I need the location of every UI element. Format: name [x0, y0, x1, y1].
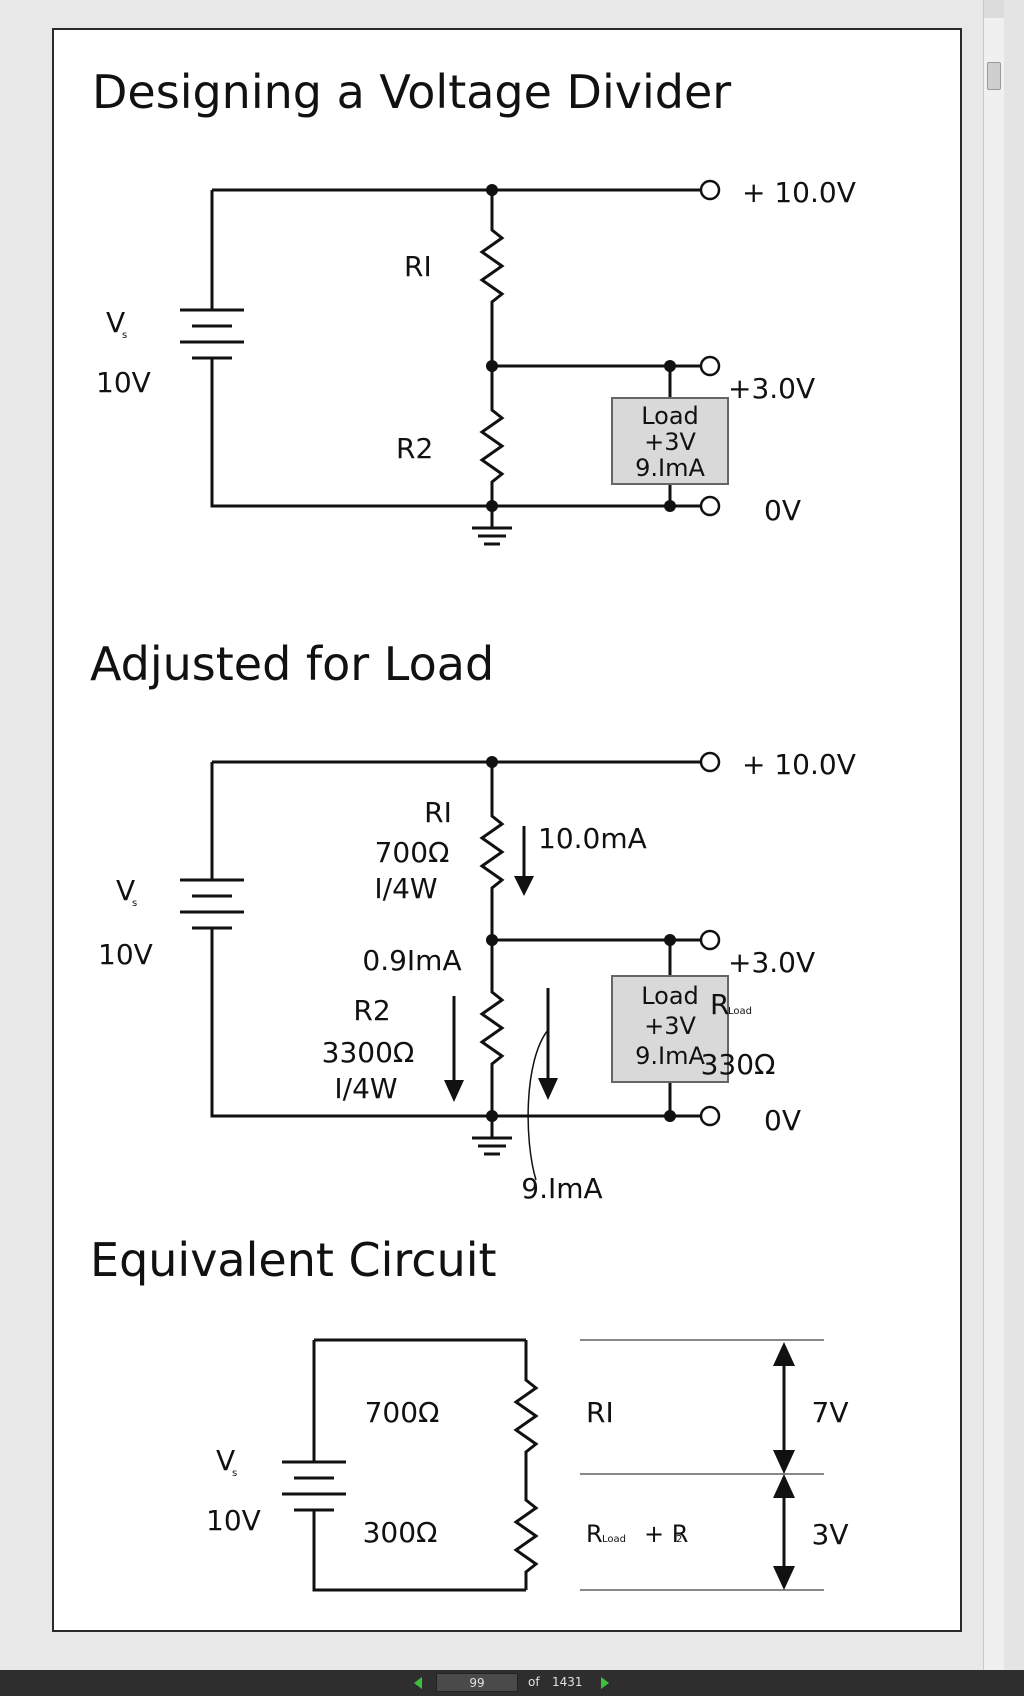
load-label-line2: +3V: [644, 1012, 696, 1040]
terminal-3v: [699, 355, 721, 377]
voltage-drop-7v: 7V: [812, 1396, 849, 1429]
r-combined-label-a-sub: Load: [602, 1534, 626, 1545]
adjusted-divider-circuit: [180, 751, 729, 1181]
ground-icon: [472, 1116, 512, 1156]
r1-value: 700Ω: [365, 1396, 440, 1429]
r1-value: 700Ω: [375, 836, 450, 869]
r2-label: R2: [353, 994, 390, 1027]
output-3v-label: +3.0V: [728, 946, 815, 979]
load-label-line1: Load: [641, 982, 699, 1010]
load-label-line3: 9.ImA: [635, 1042, 705, 1070]
r2-current: 0.9ImA: [362, 944, 461, 977]
previous-page-icon[interactable]: [414, 1677, 422, 1689]
r1-label: RI: [404, 250, 432, 283]
of-label: of: [528, 1675, 540, 1689]
source-label: V: [116, 874, 135, 907]
rload-label: R: [710, 988, 729, 1021]
load-label-line1: Load: [641, 402, 699, 430]
load-label-line2: +3V: [644, 428, 696, 456]
r-combined-label-a: R: [586, 1520, 603, 1548]
source-label-sub: s: [132, 898, 137, 909]
terminal-0v: [699, 495, 721, 517]
terminal-3v: [699, 929, 721, 951]
source-label-sub: s: [122, 330, 127, 341]
scroll-up-button[interactable]: [984, 0, 1004, 18]
source-label-sub: s: [232, 1468, 237, 1479]
document-viewer: Designing a Voltage Divider: [52, 0, 1004, 1670]
r-combined-label-b-sub: 2: [676, 1534, 682, 1545]
terminal-0v: [699, 1105, 721, 1127]
current-arrow-r1: [514, 826, 534, 896]
section-title: Equivalent Circuit: [90, 1233, 497, 1287]
voltage-drop-arrow-7v: [773, 1342, 795, 1474]
equivalent-circuit: [282, 1338, 824, 1592]
vertical-scrollbar[interactable]: [983, 0, 1004, 1670]
output-3v-label: +3.0V: [728, 372, 815, 405]
r2-power: I/4W: [334, 1072, 397, 1105]
load-label-line3: 9.ImA: [635, 454, 705, 482]
terminal-10v: [699, 179, 721, 201]
output-0v-label: 0V: [764, 1104, 801, 1137]
voltage-drop-arrow-3v: [773, 1474, 795, 1590]
voltage-drop-3v: 3V: [812, 1518, 849, 1551]
r2-value: 3300Ω: [322, 1036, 415, 1069]
page-navigation-bar: of 1431: [0, 1670, 1024, 1696]
section-title: Designing a Voltage Divider: [92, 65, 731, 119]
r1-current: 10.0mA: [538, 822, 647, 855]
r1-label: RI: [424, 796, 452, 829]
total-pages: 1431: [552, 1675, 583, 1689]
page-number-input[interactable]: [436, 1673, 518, 1692]
source-label: V: [216, 1444, 235, 1477]
r1-label: RI: [586, 1396, 614, 1429]
output-0v-label: 0V: [764, 494, 801, 527]
next-page-icon[interactable]: [601, 1677, 609, 1689]
scroll-thumb[interactable]: [987, 62, 1001, 90]
r1-power: I/4W: [374, 872, 437, 905]
section-title: Adjusted for Load: [90, 637, 494, 691]
rload-value: 330Ω: [701, 1048, 776, 1081]
r-combined-value: 300Ω: [363, 1516, 438, 1549]
load-current: 9.ImA: [521, 1172, 602, 1205]
output-10v-label: + 10.0V: [742, 748, 856, 781]
source-value: 10V: [98, 938, 153, 971]
voltage-divider-circuit: [180, 179, 729, 546]
source-value: 10V: [206, 1504, 261, 1537]
document-page: Designing a Voltage Divider: [52, 28, 962, 1632]
r-combined-label-b: + R: [644, 1520, 688, 1548]
ground-icon: [472, 506, 512, 546]
rload-label-sub: Load: [728, 1006, 752, 1017]
source-label: V: [106, 306, 125, 339]
source-value: 10V: [96, 366, 151, 399]
current-arrow-r2: [444, 996, 464, 1102]
output-10v-label: + 10.0V: [742, 176, 856, 209]
current-arrow-load: [538, 988, 558, 1100]
terminal-10v: [699, 751, 721, 773]
r2-label: R2: [396, 432, 433, 465]
